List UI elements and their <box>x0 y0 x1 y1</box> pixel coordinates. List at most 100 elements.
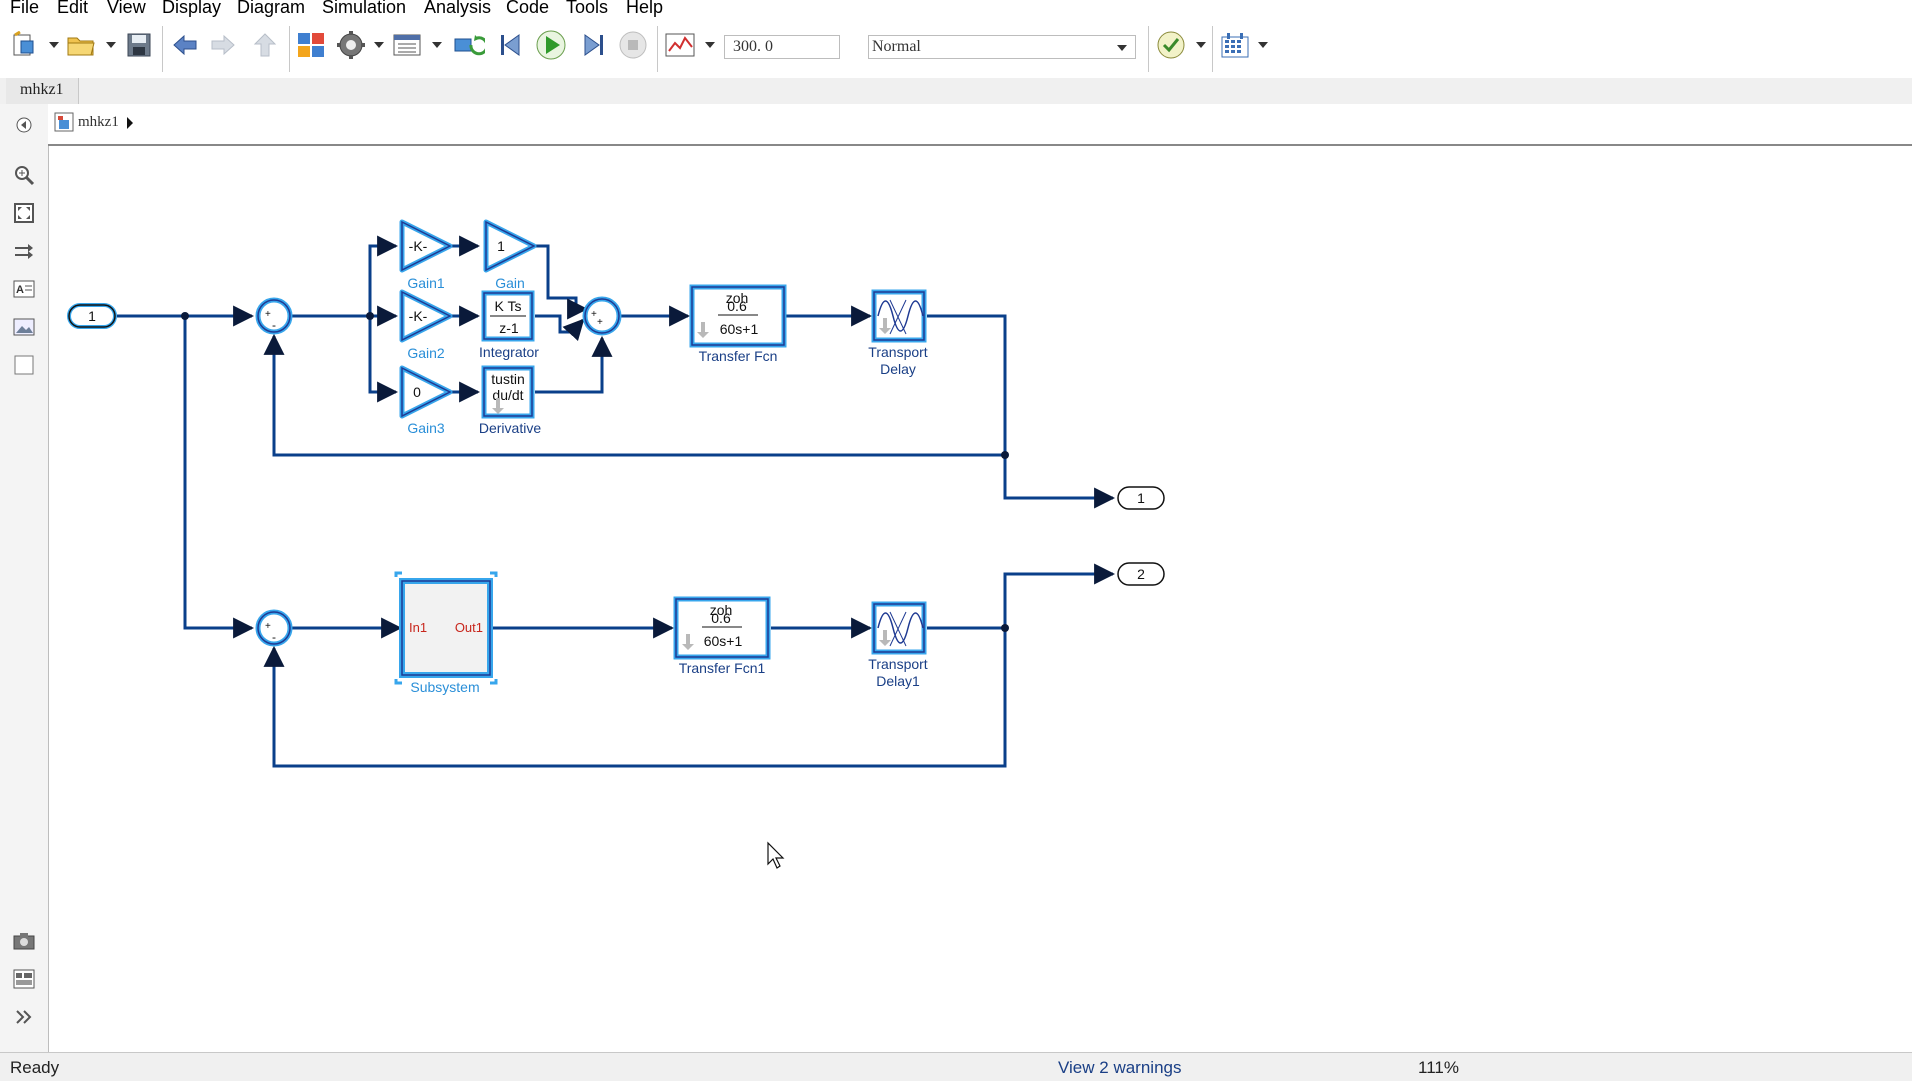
signal-line[interactable] <box>263 333 1005 457</box>
gain2-block[interactable]: -K- Gain2 <box>399 289 453 361</box>
signal-line[interactable] <box>927 563 1116 630</box>
library-browser-icon[interactable] <box>294 28 328 62</box>
stop-icon[interactable] <box>616 28 650 62</box>
run-play-icon[interactable] <box>534 28 568 62</box>
save-icon[interactable] <box>122 28 156 62</box>
integrator-block[interactable]: K Ts z-1 Integrator <box>479 290 539 360</box>
signal-line[interactable] <box>535 244 589 320</box>
gain2-name[interactable]: Gain2 <box>407 345 445 361</box>
gain-name[interactable]: Gain <box>495 275 525 291</box>
signal-line[interactable] <box>291 235 399 318</box>
new-model-dropdown-icon[interactable] <box>49 42 59 48</box>
menu-analysis[interactable]: Analysis <box>424 0 492 17</box>
transport-delay1-name-line2[interactable]: Delay1 <box>876 673 920 689</box>
transfer-fcn1-block[interactable]: zoh 0.6 60s+1 Transfer Fcn1 <box>673 596 771 676</box>
expand-double-chevron-icon[interactable] <box>13 1006 35 1028</box>
tf1-method: zoh <box>710 602 733 618</box>
transport-delay-name-line1[interactable]: Transport <box>868 344 928 360</box>
sum-block-top[interactable]: + - <box>255 297 293 335</box>
gain1-name[interactable]: Gain1 <box>407 275 445 291</box>
update-diagram-icon[interactable] <box>452 28 486 62</box>
signal-line[interactable] <box>368 316 399 403</box>
subsystem-name[interactable]: Subsystem <box>410 679 479 695</box>
signal-routing-icon[interactable] <box>13 240 35 262</box>
open-folder-icon[interactable] <box>64 28 98 62</box>
transport-delay-block[interactable]: Transport Delay <box>868 289 928 377</box>
chevron-right-icon[interactable] <box>126 117 134 129</box>
data-inspector-dropdown-icon[interactable] <box>705 42 715 48</box>
breadcrumb[interactable]: mhkz1 <box>78 114 119 130</box>
fit-to-view-icon[interactable] <box>13 202 35 224</box>
menu-view[interactable]: View <box>107 0 146 17</box>
toolbar-separator <box>289 26 290 72</box>
menu-file[interactable]: File <box>10 0 40 17</box>
zoom-level[interactable]: 111% <box>1418 1058 1459 1077</box>
transport-delay1-block[interactable]: Transport Delay1 <box>868 601 928 689</box>
sum-block-pid[interactable]: + + <box>582 296 622 336</box>
transfer-fcn-block[interactable]: zoh 0.6 60s+1 Transfer Fcn <box>689 284 787 364</box>
area-icon[interactable] <box>13 354 35 376</box>
tf-numerator: 0.6 <box>727 298 747 314</box>
gain-block[interactable]: 1 Gain <box>483 219 537 291</box>
block-diagram: 1 + - + - + + -K- Gain1 1 Gain -K- Gain2 <box>67 219 1165 869</box>
gain3-block[interactable]: 0 Gain3 <box>399 365 453 436</box>
build-grid-icon[interactable] <box>1218 28 1252 62</box>
derivative-block[interactable]: tustin du/dt Derivative <box>479 365 541 436</box>
model-explorer-icon[interactable] <box>390 28 424 62</box>
step-forward-icon[interactable] <box>576 28 610 62</box>
menu-tools[interactable]: Tools <box>566 0 609 17</box>
menu-simulation[interactable]: Simulation <box>322 0 407 17</box>
build-dropdown-icon[interactable] <box>1258 42 1268 48</box>
signal-line[interactable] <box>927 314 1116 509</box>
property-inspector-icon[interactable] <box>13 968 35 990</box>
transport-delay-name-line2[interactable]: Delay <box>880 361 916 377</box>
tf-name[interactable]: Transfer Fcn <box>699 348 778 364</box>
settings-dropdown-icon[interactable] <box>374 42 384 48</box>
stop-time-input[interactable]: 300. 0 <box>724 35 840 59</box>
new-model-icon[interactable] <box>8 28 42 62</box>
selection-handles[interactable] <box>394 571 498 685</box>
menu-code[interactable]: Code <box>506 0 550 17</box>
gain1-value: -K- <box>409 238 428 254</box>
sum-plus-sign: + <box>597 317 603 328</box>
integrator-name[interactable]: Integrator <box>479 344 539 360</box>
warnings-link[interactable]: View 2 warnings <box>1058 1058 1182 1077</box>
advisor-dropdown-icon[interactable] <box>1196 42 1206 48</box>
transport-delay1-name-line1[interactable]: Transport <box>868 656 928 672</box>
model-settings-gear-icon[interactable] <box>334 28 368 62</box>
signal-line[interactable] <box>535 335 613 394</box>
signal-line[interactable] <box>535 314 585 342</box>
back-arrow-icon[interactable] <box>168 28 202 62</box>
up-arrow-icon[interactable] <box>248 28 282 62</box>
step-back-icon[interactable] <box>494 28 528 62</box>
derivative-method: tustin <box>491 371 524 387</box>
signal-line[interactable] <box>263 628 1007 768</box>
sum-block-bottom[interactable]: + - <box>255 609 293 647</box>
open-dropdown-icon[interactable] <box>106 42 116 48</box>
image-icon[interactable] <box>13 316 35 338</box>
data-inspector-icon[interactable] <box>663 28 697 62</box>
hide-browser-icon[interactable] <box>13 114 35 136</box>
derivative-name[interactable]: Derivative <box>479 420 541 436</box>
subsystem-block[interactable]: In1 Out1 Subsystem <box>394 571 498 695</box>
gain3-name[interactable]: Gain3 <box>407 420 445 436</box>
model-canvas[interactable]: 1 + - + - + + -K- Gain1 1 Gain -K- Gain2 <box>49 146 1912 1052</box>
menu-display[interactable]: Display <box>162 0 222 17</box>
forward-arrow-icon[interactable] <box>206 28 240 62</box>
menu-diagram[interactable]: Diagram <box>237 0 306 17</box>
signal-line[interactable] <box>183 316 255 639</box>
tf1-name[interactable]: Transfer Fcn1 <box>679 660 766 676</box>
tab-mhkz1[interactable]: mhkz1 <box>6 78 79 104</box>
inport-1-block[interactable]: 1 <box>67 303 117 329</box>
outport-1-block[interactable]: 1 <box>1117 486 1165 510</box>
menu-edit[interactable]: Edit <box>57 0 89 17</box>
explorer-dropdown-icon[interactable] <box>432 42 442 48</box>
outport-2-block[interactable]: 2 <box>1117 562 1165 586</box>
annotation-icon[interactable]: A <box>13 278 35 300</box>
simulation-mode-select[interactable]: Normal <box>868 35 1136 59</box>
zoom-in-icon[interactable] <box>13 164 35 186</box>
model-advisor-check-icon[interactable] <box>1154 28 1188 62</box>
gain1-block[interactable]: -K- Gain1 <box>399 219 453 291</box>
screenshot-camera-icon[interactable] <box>13 930 35 952</box>
menu-help[interactable]: Help <box>626 0 664 17</box>
